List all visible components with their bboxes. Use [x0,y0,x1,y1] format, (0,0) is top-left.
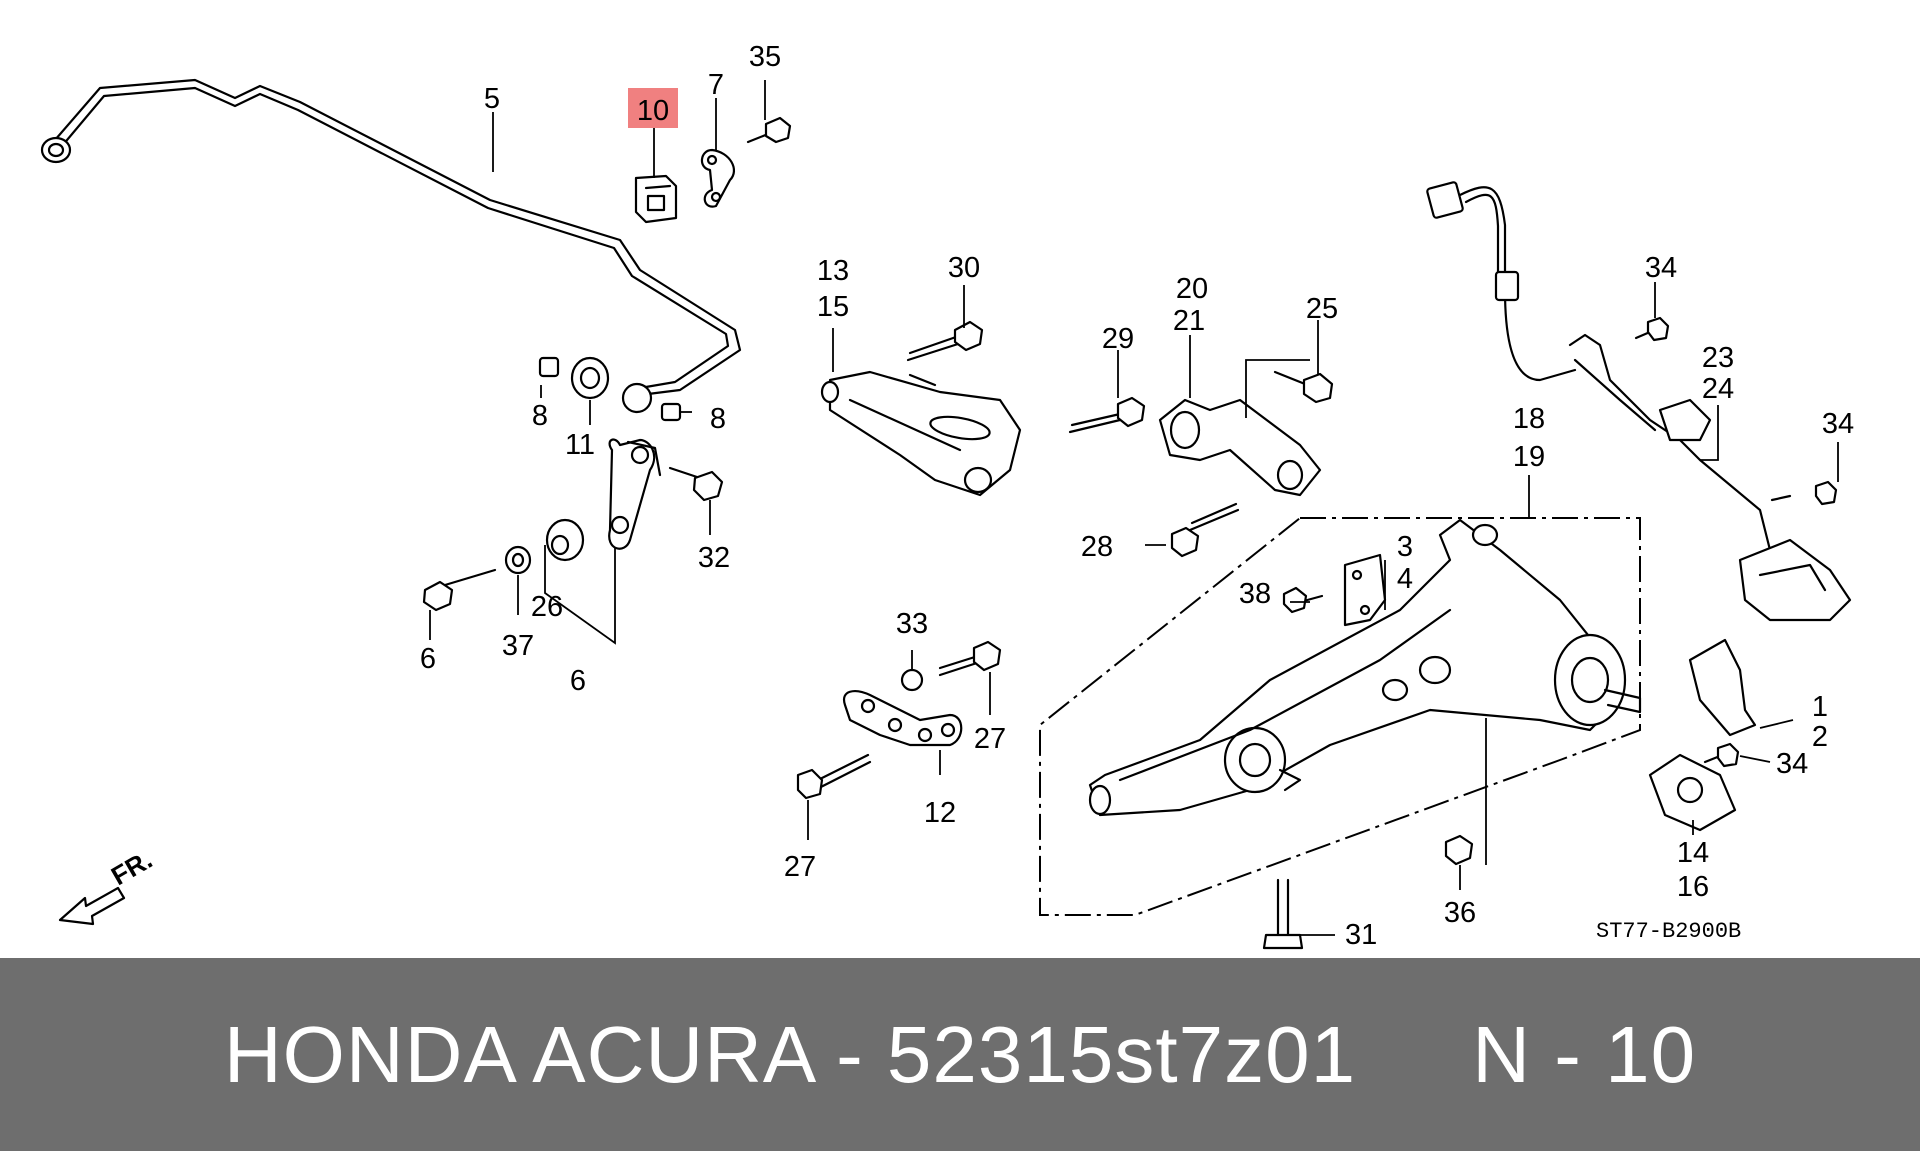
callout-7: 7 [708,69,724,101]
bracket-3-4 [1343,553,1387,627]
callout-8-a: 8 [532,400,548,432]
callout-34-a: 34 [1645,252,1677,284]
leader-lines [429,80,1839,936]
lower-arm-12 [796,640,1002,800]
callout-27-b: 27 [784,851,816,883]
callout-34-b: 34 [1822,408,1854,440]
callout-8-b: 8 [710,403,726,435]
stabilizer-bushing [634,174,678,224]
callout-25: 25 [1306,293,1338,325]
callout-32: 32 [698,542,730,574]
callout-5: 5 [484,83,500,115]
bolt-30 [906,320,984,362]
callout-4: 4 [1397,563,1413,595]
bracket-1-2 [1688,638,1757,737]
callout-23: 23 [1702,342,1734,374]
bolt-25 [1273,370,1334,404]
caption-bar: HONDA ACURA - 52315st7z01 N - 10 [0,958,1920,1151]
callout-9: 26 [531,591,563,623]
callout-13: 13 [817,255,849,287]
bracket-14-16 [1648,753,1737,832]
callout-20: 20 [1176,273,1208,305]
sensor-bracket [1738,538,1852,622]
stabilizer-bar [40,78,742,397]
callout-33: 33 [896,608,928,640]
parts-diagram: 5 10 7 35 13 15 30 20 21 29 25 34 23 24 … [40,41,1855,951]
callout-38: 38 [1239,578,1271,610]
callout-35: 35 [749,41,781,73]
nut-36 [1444,834,1474,866]
bolt-34-b [1770,480,1838,506]
stabilizer-link [422,356,724,612]
bolt-29 [1068,396,1146,434]
wheel-sensor [1426,181,1802,582]
callout-12: 12 [924,797,956,829]
callout-36: 36 [1444,897,1476,929]
callout-31: 31 [1345,919,1377,951]
bushing-holder [700,148,736,208]
callout-labels: 5 10 7 35 13 15 30 20 21 29 25 34 23 24 … [420,41,1854,951]
callout-18: 18 [1513,403,1545,435]
compensator-arm [1158,398,1322,497]
callout-24: 24 [1702,373,1734,405]
part-caption: HONDA ACURA - 52315st7z01 N - 10 [223,1009,1697,1099]
callout-34-c: 34 [1776,748,1808,780]
callout-11: 11 [565,429,595,461]
callout-37: 37 [502,630,534,662]
highlight-box [628,88,678,128]
direction-label: FR. [106,844,157,891]
callout-3: 3 [1397,531,1413,563]
callout-2: 2 [1812,721,1828,753]
bolt-35 [746,116,792,144]
bolt-28 [1170,502,1240,558]
callout-16: 16 [1677,871,1709,903]
callout-6: 6 [570,665,586,697]
bolt-34-c [1703,742,1740,768]
callout-29: 29 [1102,323,1134,355]
callout-30: 30 [948,252,980,284]
callout-26: 6 [420,643,436,675]
callout-27-a: 27 [974,723,1006,755]
callout-19: 19 [1513,441,1545,473]
trailing-arm-frame [1039,517,1641,916]
callout-14: 14 [1677,837,1709,869]
bolt-31 [1262,878,1304,950]
callout-15: 15 [817,291,849,323]
bolt-38 [1282,586,1324,614]
bolt-34-a [1634,316,1670,342]
drawing-code: ST77-B2900B [1596,919,1741,944]
rear-upper-arm [820,370,1022,497]
callout-10: 10 [637,95,669,127]
trailing-arm [1088,518,1642,817]
callout-1: 1 [1812,691,1828,723]
front-direction-arrow: FR. [58,844,157,926]
callout-28: 28 [1081,531,1113,563]
callout-21: 21 [1173,305,1205,337]
